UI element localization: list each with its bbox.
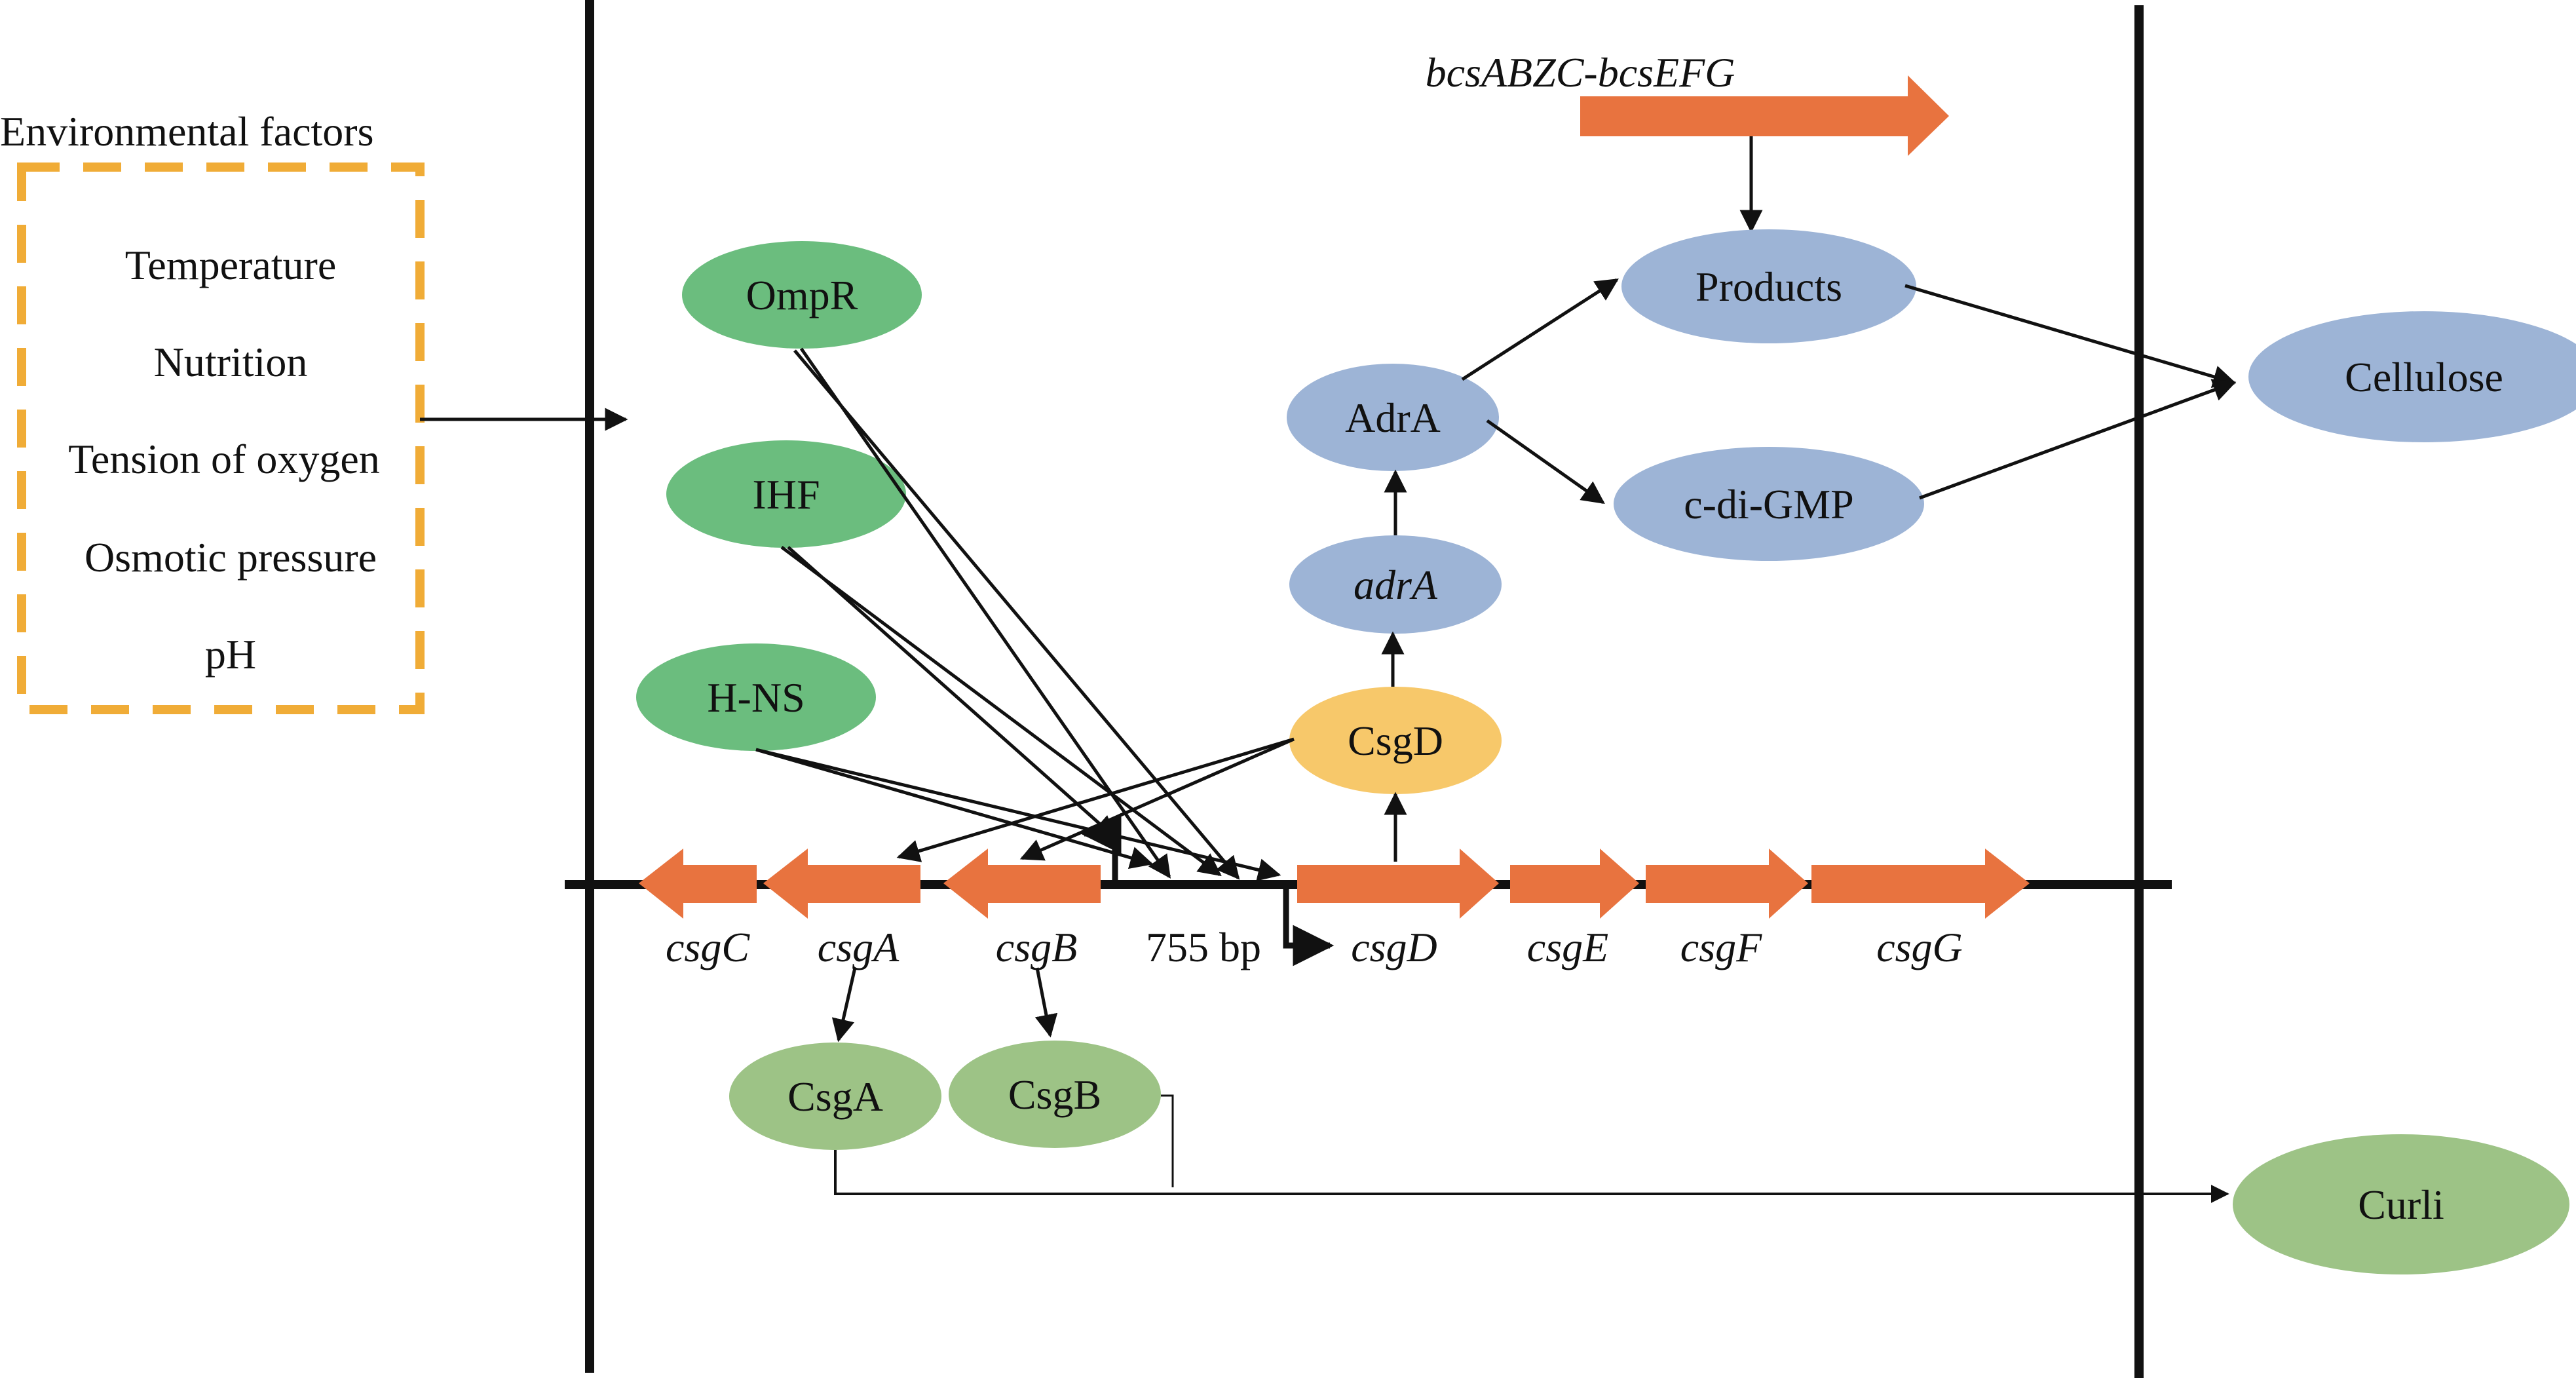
products-label: Products — [1695, 263, 1842, 310]
hns-node — [636, 643, 876, 751]
ompr-to-csgb-promoter-arrow — [799, 347, 1171, 879]
csgg-gene-arrow — [1811, 849, 2030, 919]
csga-label: csgA — [818, 924, 900, 970]
ihf-to-csgd-promoter-arrow — [780, 545, 1222, 877]
hns-label: H-NS — [707, 674, 805, 721]
factor-osmotic-pressure: Osmotic pressure — [85, 534, 377, 581]
csgb-to-curli-connector — [1161, 1094, 1174, 1187]
factor-oxygen-tension: Tension of oxygen — [68, 436, 379, 482]
adra-to-cdigmp-arrow — [1486, 419, 1605, 505]
csgd-to-csgb-arrow — [1019, 737, 1295, 861]
bcs-operon-label: bcsABZC-bcsEFG — [1426, 49, 1735, 96]
cdigmp-node — [1614, 447, 1924, 561]
csgd-protein-node — [1289, 687, 1502, 794]
csgd-to-csga-arrow — [896, 737, 1295, 862]
ihf-node — [666, 440, 906, 548]
bcs-operon-arrow — [1580, 75, 1949, 156]
adra-protein-label: AdrA — [1345, 394, 1441, 441]
csga-gene-to-protein-arrow — [831, 967, 857, 1043]
csgb-label: csgB — [996, 924, 1077, 970]
adra-gene-label: adrA — [1354, 562, 1438, 608]
csgb-protein-node — [949, 1041, 1161, 1148]
curli-label: Curli — [2358, 1181, 2444, 1228]
curli-node — [2233, 1134, 2569, 1274]
csgd-protein-label: CsgD — [1348, 718, 1443, 764]
csgc-label: csgC — [666, 924, 750, 970]
ihf-to-csgb-promoter-arrow — [787, 546, 1117, 839]
factor-temperature: Temperature — [125, 242, 336, 288]
environmental-factors-box — [17, 163, 425, 714]
spacer-755bp-label: 755 bp — [1146, 924, 1261, 970]
ompr-label: OmpR — [746, 272, 858, 318]
cellulose-label: Cellulose — [2345, 354, 2503, 400]
csga-gene-arrow — [763, 849, 920, 919]
environmental-factors-title: Environmental factors — [0, 108, 373, 155]
ihf-label: IHF — [752, 471, 820, 518]
products-to-cellulose-arrow — [1904, 284, 2237, 388]
csgb-promoter-bracket — [1080, 813, 1122, 885]
csga-protein-label: CsgA — [787, 1073, 883, 1120]
csge-label: csgE — [1527, 924, 1608, 970]
csga-protein-node — [729, 1043, 941, 1150]
adra-gene-node — [1289, 535, 1502, 634]
factor-ph: pH — [205, 631, 256, 678]
csge-gene-arrow — [1510, 849, 1639, 919]
csga-to-curli-connector — [834, 1150, 2229, 1203]
cdigmp-label: c-di-GMP — [1684, 481, 1854, 527]
csgf-gene-arrow — [1646, 849, 1808, 919]
csgd-gene-label: csgD — [1351, 924, 1437, 970]
csgf-label: csgF — [1680, 924, 1762, 970]
csgd-gene-arrow — [1297, 849, 1499, 919]
factor-nutrition: Nutrition — [154, 339, 308, 385]
csgb-protein-label: CsgB — [1008, 1071, 1101, 1118]
products-node — [1621, 229, 1916, 343]
ompr-to-csgd-promoter-arrow — [793, 349, 1240, 880]
hns-to-csgd-promoter-arrow — [755, 748, 1281, 881]
csgd-promoter-bracket — [1283, 885, 1335, 967]
adra-protein-node — [1287, 364, 1499, 471]
csgc-gene-arrow — [639, 849, 757, 919]
cdigmp-to-cellulose-arrow — [1919, 379, 2237, 500]
cellulose-node — [2248, 311, 2576, 442]
ompr-node — [682, 241, 922, 349]
csgg-label: csgG — [1876, 924, 1963, 970]
csgb-gene-arrow — [943, 849, 1101, 919]
adra-to-products-arrow — [1461, 278, 1619, 381]
csgb-gene-to-protein-arrow — [1034, 967, 1058, 1038]
